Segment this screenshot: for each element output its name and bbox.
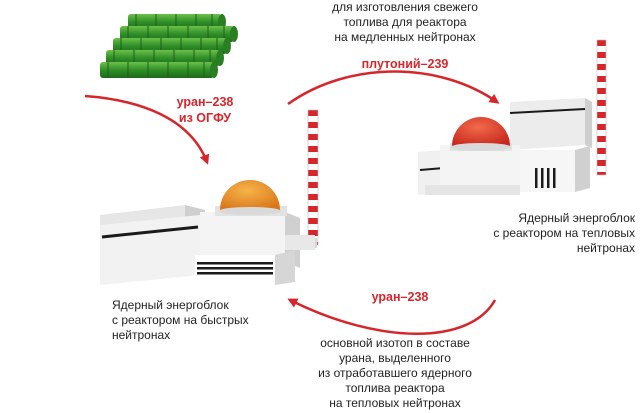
thermal-reactor-caption-line: нейтронах (576, 241, 635, 255)
top-note: для изготовления свежего топлива для реа… (300, 0, 510, 45)
thermal-reactor-caption: Ядерный энергоблок с реактором на теплов… (455, 211, 635, 256)
fast-reactor-chimney (307, 109, 319, 246)
fast-reactor-caption-line: Ядерный энергоблок (112, 298, 229, 312)
fast-reactor-caption-line: с реактором на быстрых (112, 313, 249, 327)
thermal-reactor-building (418, 39, 607, 195)
plutonium-label: плутоний–239 (361, 57, 449, 71)
uranium-tails-label: уран–238 из ОГФУ (140, 94, 270, 126)
top-note-line: на медленных нейтронах (334, 30, 476, 44)
uranium-tails-label-line: из ОГФУ (178, 111, 232, 125)
arrow-plutonium-to-thermal-reactor (287, 70, 500, 106)
bottom-note-line: основной изотоп в составе (320, 336, 470, 350)
bottom-note-line: урана, выделенного (339, 351, 451, 365)
uranium-return-label: уран–238 (371, 290, 429, 304)
thermal-reactor-caption-line: Ядерный энергоблок (518, 211, 635, 225)
thermal-reactor-vents (535, 168, 556, 188)
bottom-note: основной изотоп в составе урана, выделен… (295, 336, 495, 411)
fast-reactor-building (100, 109, 319, 285)
bottom-note-line: на тепловых нейтронах (329, 396, 461, 410)
uranium-cylinder (180, 62, 214, 78)
uranium-cylinders-stack (100, 14, 238, 78)
top-note-line: для изготовления свежего (332, 0, 478, 14)
arrow-uranium-to-fast-reactor (84, 94, 210, 165)
bottom-note-line: топлива реактора (345, 381, 445, 395)
thermal-reactor-caption-line: с реактором на тепловых (493, 226, 635, 240)
top-note-line: топлива для реактора (343, 15, 467, 29)
fast-reactor-caption: Ядерный энергоблок с реактором на быстры… (112, 298, 312, 343)
fast-reactor-vents (197, 262, 273, 275)
bottom-note-line: из отработавшего ядерного (318, 366, 472, 380)
uranium-tails-label-line: уран–238 (176, 95, 234, 109)
arrow-uranium-return-to-fast-reactor (287, 298, 497, 335)
thermal-reactor-chimney (596, 39, 607, 176)
fast-reactor-caption-line: нейтронах (112, 328, 171, 342)
thermal-reactor-dome (452, 117, 510, 146)
fast-reactor-dome (220, 180, 280, 210)
